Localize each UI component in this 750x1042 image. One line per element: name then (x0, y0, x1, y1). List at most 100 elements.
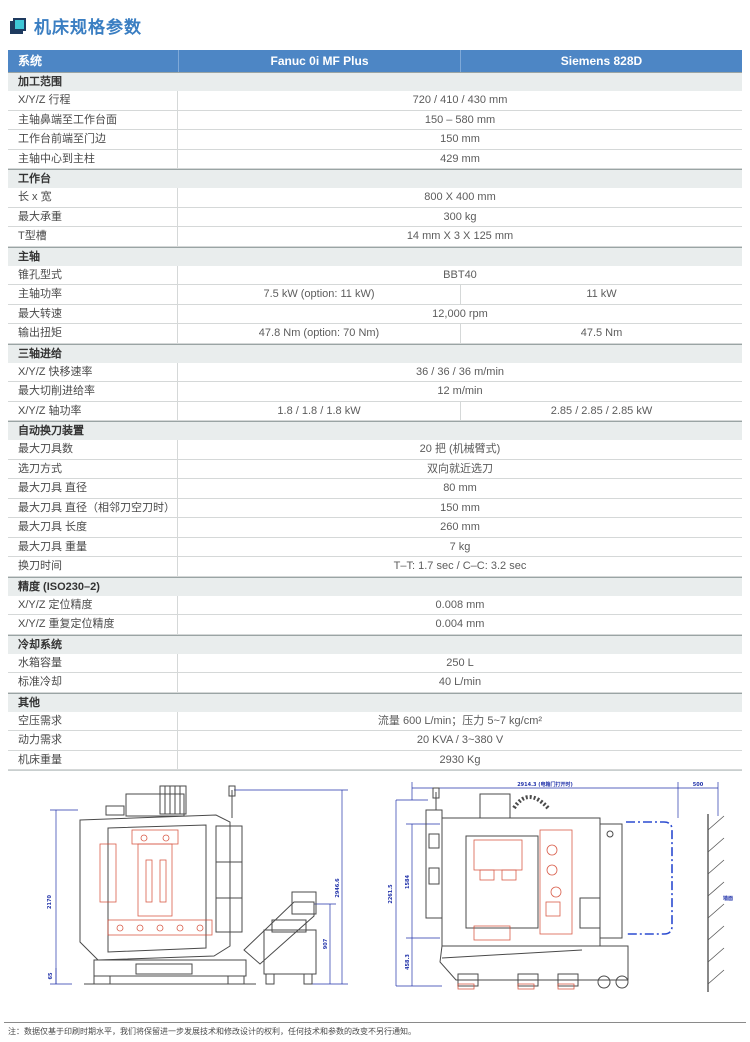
dim-machine-height: 2170 (47, 895, 53, 909)
section-label: 冷却系统 (18, 638, 62, 651)
spec-label: 最大刀具 长度 (8, 518, 178, 538)
spec-label: 最大刀具 直径（相邻刀空刀时） (8, 498, 178, 518)
spec-row: 最大刀具 直径（相邻刀空刀时） 150 mm (8, 498, 742, 518)
section-row: 自动换刀装置 (8, 421, 742, 440)
section-label: 自动换刀装置 (18, 425, 84, 437)
spec-value: 36 / 36 / 36 m/min (415, 365, 505, 378)
spec-value: 0.004 mm (435, 618, 485, 631)
spec-value: 40 L/min (438, 676, 482, 689)
spec-value: 429 mm (440, 152, 480, 165)
section-label: 加工范围 (18, 76, 62, 88)
spec-label: 水箱容量 (8, 653, 178, 673)
dim-overall-height: 2946.6 (335, 878, 341, 898)
spec-label: 最大切削进给率 (8, 382, 178, 402)
header-system: 系统 (18, 54, 43, 68)
title-square-icon (13, 17, 26, 31)
red-overlay-parts-side (457, 829, 575, 990)
technical-drawings: 2170 2946.6 907 65 (0, 778, 750, 1016)
spec-label: 主轴鼻端至工作台面 (8, 110, 178, 130)
spec-row: 最大刀具 重量 7 kg (8, 537, 742, 557)
spec-value-siemens: 47.5 Nm (460, 324, 742, 344)
door-swing-outline (626, 821, 673, 935)
spec-label: 机床重量 (8, 750, 178, 770)
section-label: 精度 (ISO230–2) (18, 580, 100, 593)
spec-label: 最大承重 (8, 207, 178, 227)
table-header-row: 系统 Fanuc 0i MF Plus Siemens 828D (8, 50, 742, 72)
spec-label: 锥孔型式 (8, 265, 178, 285)
section-row: 三轴进给 (8, 343, 742, 363)
spec-value: 12,000 rpm (432, 307, 488, 320)
spec-value: 14 mm X 3 X 125 mm (406, 230, 514, 243)
dim-cart-height: 907 (323, 938, 329, 949)
spec-row: 选刀方式双向就近选刀 (8, 459, 742, 479)
spec-row: X/Y/Z 行程 720 / 410 / 430 mm (8, 91, 742, 111)
spec-value: 260 mm (440, 521, 480, 534)
spec-label: 长 x 宽 (8, 188, 178, 208)
machine-body-front (79, 785, 317, 985)
page-header: 机床规格参数 (0, 0, 750, 40)
spec-value: 150 mm (440, 501, 480, 514)
spec-value: 250 L (446, 656, 474, 669)
spec-label: X/Y/Z 行程 (8, 91, 178, 111)
spec-label: 最大刀具数 (8, 440, 178, 460)
spec-value: 150 mm (440, 133, 480, 146)
spec-value: 720 / 410 / 430 mm (412, 94, 508, 107)
spec-value-siemens: 11 kW (460, 285, 742, 305)
section-row: 主轴 (8, 246, 742, 266)
spec-label: 空压需求 (8, 711, 178, 731)
section-row: 冷却系统 (8, 634, 742, 654)
dim-left-total: 2261.5 (388, 884, 394, 904)
spec-value: 150 – 580 mm (424, 113, 496, 126)
dim-base-height: 458.3 (405, 954, 411, 970)
section-row: 加工范围 (8, 72, 742, 91)
spec-row: 最大刀具数 20 把 (机械臂式) (8, 440, 742, 460)
machine-side-view-drawing: 2914.3 (电箱门打开时) 500 2261.5 1584 458.3 (388, 781, 733, 992)
wall-hatching (707, 814, 725, 992)
footnote-text: 注：数据仅基于印刷时期水平，我们将保留进一步发展技术和修改设计的权利，任何技术和… (8, 1027, 416, 1036)
spec-label: 最大刀具 重量 (8, 537, 178, 557)
spec-label: 标准冷却 (8, 673, 178, 693)
spec-row: 主轴鼻端至工作台面 150 – 580 mm (8, 110, 742, 130)
spec-label: 输出扭矩 (8, 324, 178, 344)
wall-label: 墙面 (723, 895, 733, 902)
spec-label: X/Y/Z 重复定位精度 (8, 615, 178, 635)
spec-label: 主轴功率 (8, 285, 178, 305)
footnote-divider (4, 1022, 746, 1023)
section-row: 精度 (ISO230–2) (8, 576, 742, 596)
spec-label: X/Y/Z 轴功率 (8, 401, 178, 421)
spec-value: 20 把 (机械臂式) (419, 443, 501, 456)
spec-value: 0.008 mm (435, 598, 485, 611)
spec-value: 双向就近选刀 (427, 462, 493, 475)
spec-row: 标准冷却 40 L/min (8, 673, 742, 693)
spec-table: 系统 Fanuc 0i MF Plus Siemens 828D 加工范围 X/Y… (8, 50, 742, 771)
spec-label: 工作台前端至门边 (8, 130, 178, 150)
spec-value: 2930 Kg (439, 753, 481, 766)
spec-value: 流量 600 L/min；压力 5~7 kg/cm² (377, 714, 543, 727)
spec-value: 800 X 400 mm (424, 191, 496, 204)
dim-base-gap: 65 (48, 972, 54, 979)
red-overlay-parts-front (99, 829, 213, 936)
dimension-lines-right-drawing (395, 782, 719, 987)
machine-body-side (425, 787, 629, 989)
section-row: 工作台 (8, 169, 742, 188)
spec-value: T–T: 1.7 sec / C–C: 3.2 sec (393, 560, 527, 573)
spec-row: 机床重量 2930 Kg (8, 750, 742, 770)
spec-value: 7 kg (449, 540, 471, 553)
dimension-lines-left-drawing (50, 789, 348, 985)
header-siemens: Siemens 828D (460, 50, 742, 72)
spec-row: 长 x 宽 800 X 400 mm (8, 188, 742, 208)
spec-row: 水箱容量 250 L (8, 653, 742, 673)
